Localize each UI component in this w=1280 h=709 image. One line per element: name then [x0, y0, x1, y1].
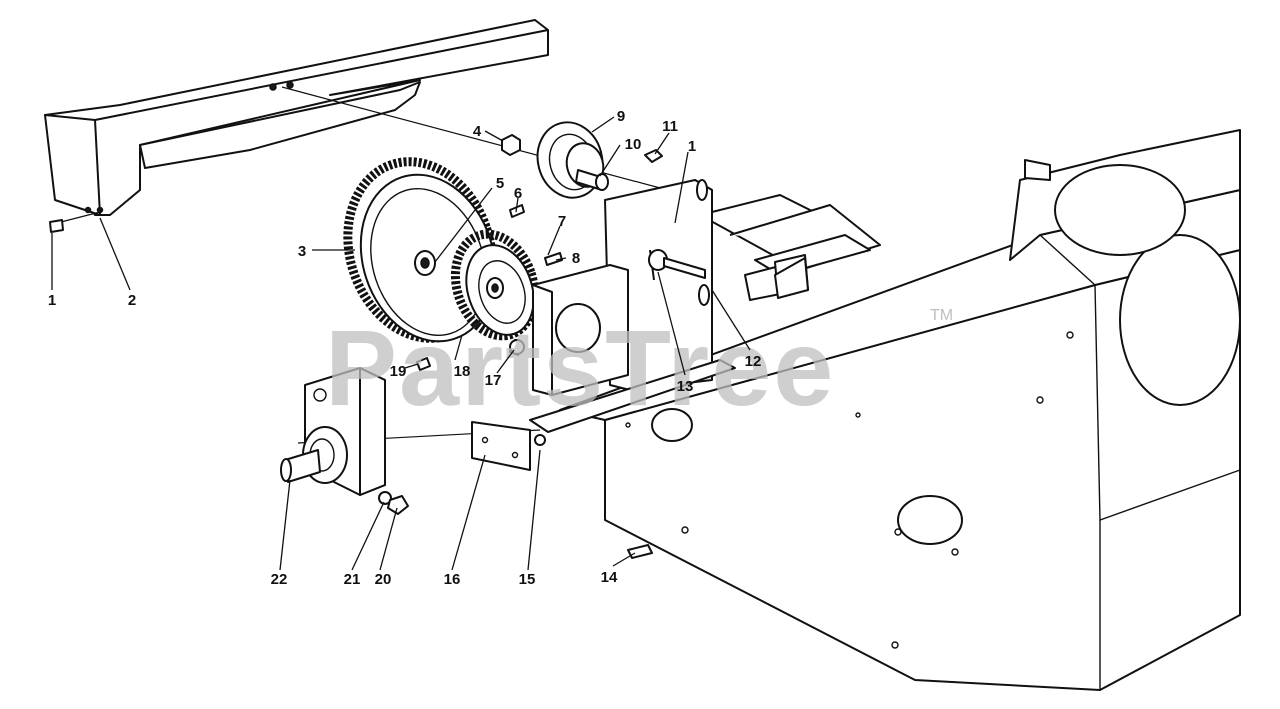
callout-leaders — [51, 116, 751, 571]
callout-21: 21 — [344, 571, 361, 588]
callout-2: 2 — [128, 292, 136, 309]
watermark: PartsTree — [325, 307, 835, 428]
main-housing — [559, 129, 1241, 691]
callout-9: 9 — [617, 108, 625, 125]
frame-rails — [699, 159, 1051, 301]
callout-1a: 1 — [48, 292, 56, 309]
callout-16: 16 — [444, 571, 461, 588]
watermark-trademark: TM — [930, 307, 953, 324]
callout-4: 4 — [473, 123, 482, 140]
callout-3: 3 — [298, 243, 306, 260]
callout-22: 22 — [271, 571, 288, 588]
belt-cover — [44, 19, 549, 216]
callout-1b: 1 — [688, 138, 696, 155]
large-pulley — [343, 157, 497, 343]
callout-5: 5 — [496, 175, 504, 192]
idler-pulley — [536, 121, 609, 199]
callout-14: 14 — [601, 569, 618, 586]
callout-13: 13 — [677, 378, 694, 395]
callout-numbers: 1 2 3 4 5 6 7 8 9 10 11 1 12 13 14 15 16… — [48, 108, 762, 588]
callout-10: 10 — [625, 136, 642, 153]
callout-8: 8 — [572, 250, 580, 267]
callout-17: 17 — [485, 372, 502, 389]
callout-20: 20 — [375, 571, 392, 588]
front-bracket — [471, 359, 736, 471]
callout-11: 11 — [662, 118, 678, 135]
callout-18: 18 — [454, 363, 471, 380]
callout-12: 12 — [745, 353, 762, 370]
callout-7: 7 — [558, 213, 566, 230]
callout-6: 6 — [514, 185, 522, 202]
small-pulley — [450, 229, 540, 341]
callout-15: 15 — [519, 571, 536, 588]
gearbox — [280, 367, 386, 496]
callout-19: 19 — [390, 363, 407, 380]
mounting-plates — [532, 179, 809, 396]
